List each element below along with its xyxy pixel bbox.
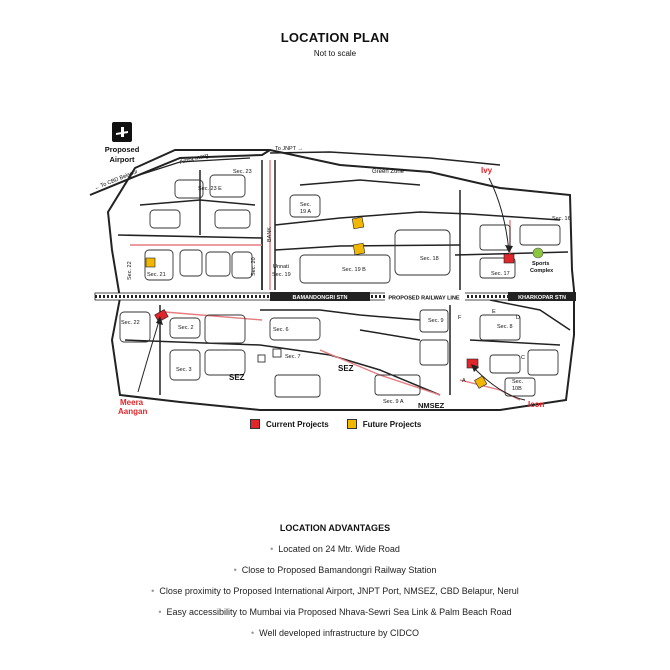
sector-label: Sec. 19 B bbox=[342, 267, 366, 273]
project-label-meera-aangan: Meera bbox=[120, 398, 144, 407]
advantage-item: Easy accessibility to Mumbai via Propose… bbox=[0, 604, 670, 625]
future-project-marker bbox=[145, 257, 156, 268]
sector-label: Sec. 19 bbox=[272, 272, 291, 278]
advantage-item: Close proximity to Proposed Internationa… bbox=[0, 583, 670, 604]
legend-item-current: Current Projects bbox=[250, 419, 329, 429]
to-cbd-label: ← To CBD Belapur bbox=[94, 169, 139, 192]
sector-label: C bbox=[521, 355, 525, 361]
legend-label-current: Current Projects bbox=[266, 419, 329, 429]
legend-swatch-current bbox=[250, 419, 260, 429]
location-map: Proposed Airport Amra marg ← To CBD Bela… bbox=[89, 122, 576, 416]
sector-label: Sec. 9 A bbox=[383, 399, 404, 405]
current-project-meera-aangan bbox=[154, 309, 169, 323]
road-amra-marg bbox=[129, 157, 251, 179]
sez-label: SEZ bbox=[229, 373, 245, 382]
sector-label: E bbox=[492, 309, 496, 315]
airport-label: Airport bbox=[110, 155, 136, 164]
sports-complex-marker bbox=[532, 247, 544, 259]
sports-complex-label: Complex bbox=[530, 268, 554, 274]
sector-label: Sec. 20 bbox=[251, 257, 257, 276]
sector-label: Sec. 7 bbox=[285, 354, 301, 360]
future-project-marker bbox=[474, 375, 488, 389]
advantage-item: Close to Proposed Bamandongri Railway St… bbox=[0, 562, 670, 583]
airplane-icon bbox=[112, 122, 132, 142]
kharkopar-station-label: KHARKOPAR STN bbox=[518, 295, 566, 301]
sector-label: Sec. 8 bbox=[497, 324, 513, 330]
sector-label: Sec. 18 bbox=[420, 256, 439, 262]
sector-label: Unnati bbox=[273, 264, 289, 270]
legend-label-future: Future Projects bbox=[362, 419, 422, 429]
advantage-item: Well developed infrastructure by CIDCO bbox=[0, 625, 670, 646]
sector-label: 19 A bbox=[300, 209, 311, 215]
sector-label: Sec. bbox=[512, 379, 523, 385]
amra-marg-label: Amra marg bbox=[179, 153, 209, 166]
future-project-marker bbox=[351, 216, 365, 230]
sector-label: D bbox=[516, 315, 520, 321]
green-zone-label: Green Zone bbox=[372, 169, 405, 175]
sector-label: Sec. 22 bbox=[127, 261, 133, 280]
sector-label: Sec. 6 bbox=[273, 327, 289, 333]
map-legend: Current Projects Future Projects bbox=[250, 419, 421, 429]
sector-label: A bbox=[462, 378, 466, 384]
sector-label: 10B bbox=[512, 386, 522, 392]
sector-label: Sec. bbox=[300, 202, 311, 208]
legend-swatch-future bbox=[346, 419, 357, 429]
airport-label: Proposed bbox=[105, 145, 140, 154]
sector-label: Sec. 21 bbox=[147, 272, 166, 278]
future-project-marker bbox=[352, 242, 366, 256]
advantage-item: Located on 24 Mtr. Wide Road bbox=[0, 541, 670, 562]
current-project-ivy bbox=[503, 253, 515, 264]
sector-label: Sec. 23 bbox=[233, 169, 252, 175]
bamandongri-station-label: BAMANDONGRI STN bbox=[293, 295, 348, 301]
page-title: LOCATION PLAN bbox=[280, 30, 390, 45]
road-jnpt bbox=[269, 151, 501, 166]
project-label-ivy: Ivy bbox=[481, 166, 493, 175]
sector-label: Sec. 2 bbox=[178, 325, 194, 331]
page-subtitle: Not to scale bbox=[313, 49, 357, 58]
project-label-meera-aangan: Aangan bbox=[118, 407, 147, 416]
sports-complex-label: Sports bbox=[532, 261, 549, 267]
sector-label: Sec. 17 bbox=[491, 271, 510, 277]
advantages-list: Located on 24 Mtr. Wide Road Close to Pr… bbox=[0, 541, 670, 646]
sector-label: Sec. 23 E bbox=[198, 186, 222, 192]
map-outline bbox=[106, 149, 575, 411]
railway-line-label: PROPOSED RAILWAY LINE bbox=[388, 296, 460, 302]
sector-label: Sec. 3 bbox=[176, 367, 192, 373]
legend-item-future: Future Projects bbox=[346, 419, 422, 429]
sector-label: F bbox=[458, 315, 462, 321]
sector-label: Sec. 16 bbox=[552, 216, 571, 222]
advantages-title: LOCATION ADVANTAGES bbox=[279, 523, 391, 533]
project-label-icon: Icon bbox=[528, 400, 545, 409]
nmsez-label: NMSEZ bbox=[418, 401, 445, 410]
bank-label: BANK bbox=[267, 227, 273, 242]
to-jnpt-label: To JNPT → bbox=[275, 146, 303, 152]
sector-label: Sec. 9 bbox=[428, 318, 444, 324]
sector-label: Sec. 22 bbox=[121, 320, 140, 326]
sez-label: SEZ bbox=[338, 364, 354, 373]
